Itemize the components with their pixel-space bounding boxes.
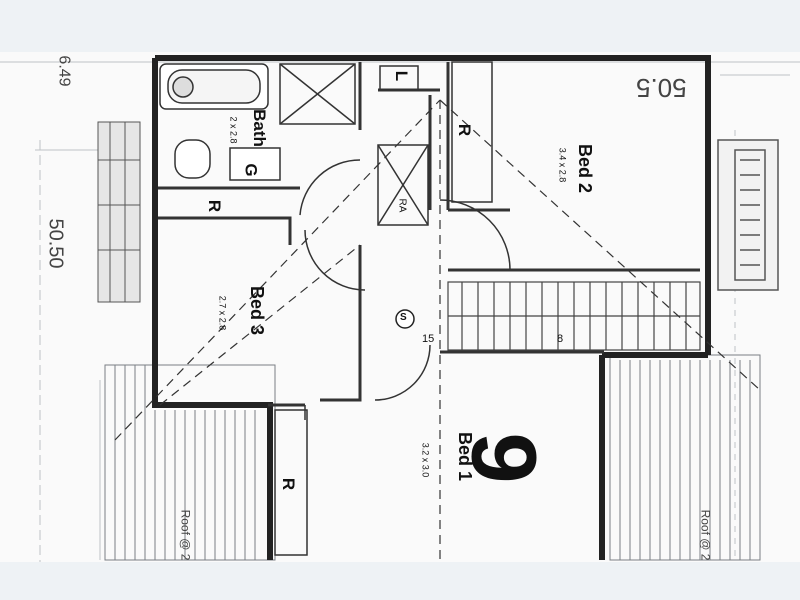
left-deck-blocks: [97, 121, 141, 303]
dimension-top-right: 50.5: [636, 73, 687, 103]
stairs: [447, 281, 701, 351]
return-air-label: RA: [396, 198, 408, 213]
stair-count-a: 15: [422, 333, 435, 345]
bed2-label: Bed 2: [575, 143, 596, 194]
roof-hatching-right: [609, 354, 761, 561]
lot-number: 9: [452, 432, 555, 484]
bath-label: Bath: [249, 109, 269, 147]
stair-count-b: 8: [557, 333, 564, 345]
door-swings: [299, 159, 511, 420]
smoke-detector-label: S: [400, 312, 407, 323]
robes: [274, 61, 493, 556]
bath-size: 2 x 2.8: [228, 116, 239, 144]
bath-fixtures: [159, 63, 356, 181]
right-window-box: [717, 139, 779, 291]
bed2-size: 3.4 x 2.8: [557, 147, 568, 183]
dimension-top-left: 6.49: [55, 55, 73, 87]
dimension-left: 50.50: [44, 218, 67, 269]
bed3-label: Bed 3: [247, 285, 268, 336]
outer-walls: [152, 55, 711, 560]
shower-label: G: [241, 163, 261, 177]
bed1-size: 3.2 x 3.0: [420, 442, 431, 478]
linen-label: L: [392, 70, 412, 82]
robe-label-bed2: R: [455, 123, 475, 137]
roof-lines: [114, 99, 761, 560]
roof-note-right: Roof @ 2: [698, 509, 713, 561]
robe-label-bed1: R: [279, 477, 299, 491]
bed3-size: 2.7 x 2.8: [217, 295, 228, 331]
smoke-detector-icon: [395, 309, 415, 329]
roof-hatching-left: [104, 364, 276, 561]
roof-note-left: Roof @ 2: [178, 509, 193, 561]
robe-label-bed3: R: [205, 199, 225, 213]
